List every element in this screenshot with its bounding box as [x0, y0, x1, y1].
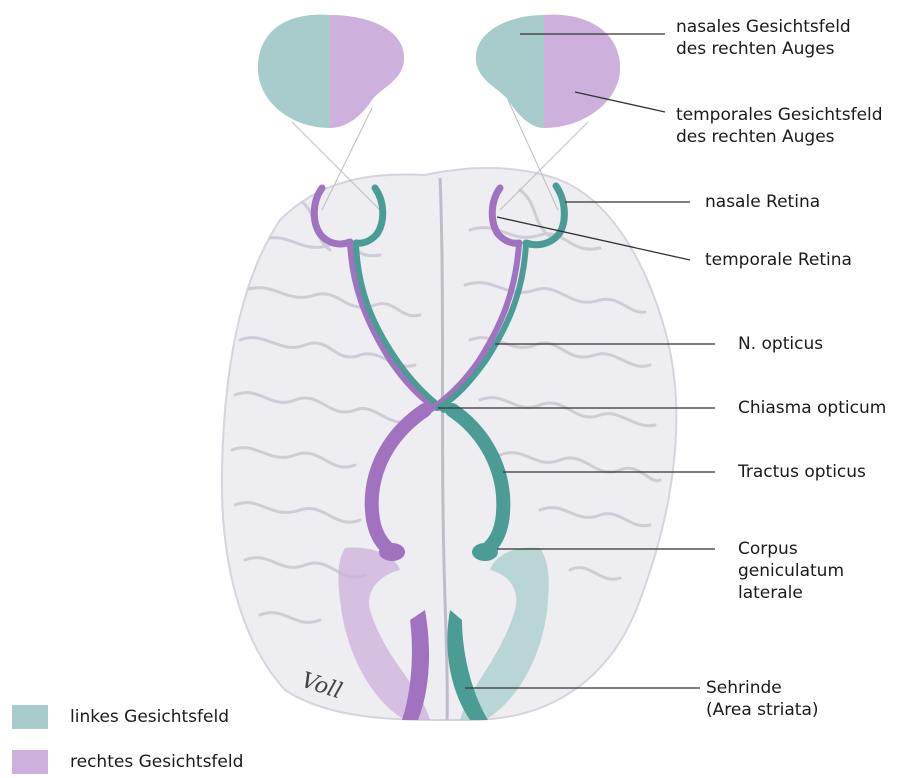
label-line: (Area striata)	[706, 699, 819, 721]
label-temporal-retina: temporale Retina	[705, 249, 852, 271]
label-line: laterale	[738, 582, 844, 604]
legend-swatch-left-field	[12, 705, 48, 729]
label-optic-tract: Tractus opticus	[738, 461, 866, 483]
label-temporal-field-right-eye: temporales Gesichtsfeld des rechten Auge…	[676, 104, 883, 148]
right-eye-field-right-half	[544, 15, 620, 128]
label-visual-cortex: Sehrinde (Area striata)	[706, 677, 819, 721]
label-line: nasales Gesichtsfeld	[676, 16, 851, 38]
right-eye-field-left-half	[476, 15, 544, 128]
label-lgn: Corpus geniculatum laterale	[738, 538, 844, 604]
visual-field-left-eye	[258, 15, 404, 128]
left-eye-field-right-half	[330, 15, 404, 128]
label-nasal-retina: nasale Retina	[705, 191, 820, 213]
legend-label-left-field: linkes Gesichtsfeld	[70, 707, 229, 727]
label-optic-chiasm: Chiasma opticum	[738, 397, 886, 419]
label-line: geniculatum	[738, 560, 844, 582]
label-line: temporales Gesichtsfeld	[676, 104, 883, 126]
label-line: Corpus	[738, 538, 844, 560]
legend-swatch-right-field	[12, 750, 48, 774]
label-line: des rechten Auges	[676, 38, 851, 60]
legend-label-right-field: rechtes Gesichtsfeld	[70, 752, 243, 772]
visual-field-right-eye	[476, 15, 620, 128]
label-nasal-field-right-eye: nasales Gesichtsfeld des rechten Auges	[676, 16, 851, 60]
left-eye-field-left-half	[258, 15, 330, 128]
label-line: des rechten Auges	[676, 126, 883, 148]
label-line: Sehrinde	[706, 677, 819, 699]
label-optic-nerve: N. opticus	[738, 333, 823, 355]
